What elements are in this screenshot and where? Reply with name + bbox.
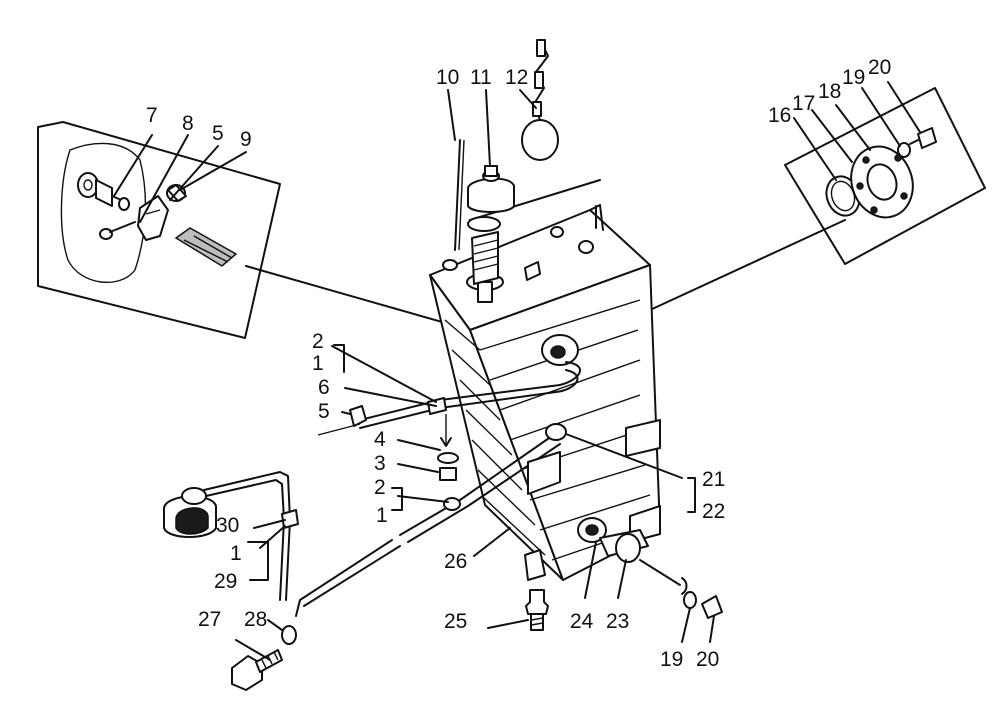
label-17: 17 xyxy=(792,92,815,115)
part-5-clamp xyxy=(137,195,169,241)
right-inset-leader xyxy=(649,219,846,311)
label-29: 29 xyxy=(214,570,237,593)
label-1-upper: 1 xyxy=(312,352,324,375)
label-27: 27 xyxy=(198,608,221,631)
label-22: 22 xyxy=(702,500,725,523)
label-23: 23 xyxy=(606,610,629,633)
label-21: 21 xyxy=(702,468,725,491)
label-10: 10 xyxy=(436,66,459,89)
label-28: 28 xyxy=(244,608,267,631)
part-27-bolt xyxy=(231,649,283,691)
part-19-washer xyxy=(897,142,911,158)
label-12: 12 xyxy=(505,66,528,89)
label-26: 26 xyxy=(444,550,467,573)
left-detail-inset xyxy=(37,121,281,339)
part-29-hose-line xyxy=(203,471,299,601)
label-3: 3 xyxy=(374,452,386,475)
label-11: 11 xyxy=(470,66,492,89)
label-30: 30 xyxy=(216,514,239,537)
part-10-dipstick xyxy=(454,139,465,251)
part-12-chain-ring xyxy=(521,39,559,161)
label-24: 24 xyxy=(570,610,594,633)
filter-element xyxy=(174,227,238,267)
label-18: 18 xyxy=(818,80,841,103)
part-30-pump xyxy=(163,487,217,538)
label-20-upper: 20 xyxy=(868,56,891,79)
fuel-tank-body xyxy=(429,179,661,581)
part-11-filler-cap xyxy=(467,165,515,285)
part-28-washer xyxy=(281,625,297,645)
part-8-screw xyxy=(99,221,136,240)
label-5-upper: 5 xyxy=(318,400,330,423)
label-leaders xyxy=(235,89,715,661)
label-2-lower: 2 xyxy=(374,476,386,499)
right-detail-inset xyxy=(784,81,986,265)
label-20-lower: 20 xyxy=(696,648,719,671)
parts-23-24-plugs xyxy=(577,517,688,595)
part-20-bolt xyxy=(909,127,937,149)
part-25-stud xyxy=(525,589,549,631)
parts-3-4-drain xyxy=(437,414,459,481)
label-16: 16 xyxy=(768,104,791,127)
label-7: 7 xyxy=(146,104,158,127)
label-8: 8 xyxy=(182,112,194,135)
label-19-lower: 19 xyxy=(660,648,683,671)
label-25: 25 xyxy=(444,610,467,633)
part-labels: 2 1 6 5 4 3 2 1 30 1 29 27 28 26 25 24 2… xyxy=(146,56,891,671)
label-6: 6 xyxy=(318,376,330,399)
label-4: 4 xyxy=(374,428,386,451)
label-2-upper: 2 xyxy=(312,330,324,353)
fuel-line-upper xyxy=(317,334,581,436)
label-5-inset: 5 xyxy=(212,122,224,145)
label-1-lower: 1 xyxy=(376,504,388,527)
part-18-flange xyxy=(850,145,914,219)
label-1-pump: 1 xyxy=(230,542,242,565)
part-7-nut xyxy=(77,172,130,211)
parts-19-20-lower xyxy=(683,591,723,619)
label-19-upper: 19 xyxy=(842,66,865,89)
label-9: 9 xyxy=(240,128,252,151)
